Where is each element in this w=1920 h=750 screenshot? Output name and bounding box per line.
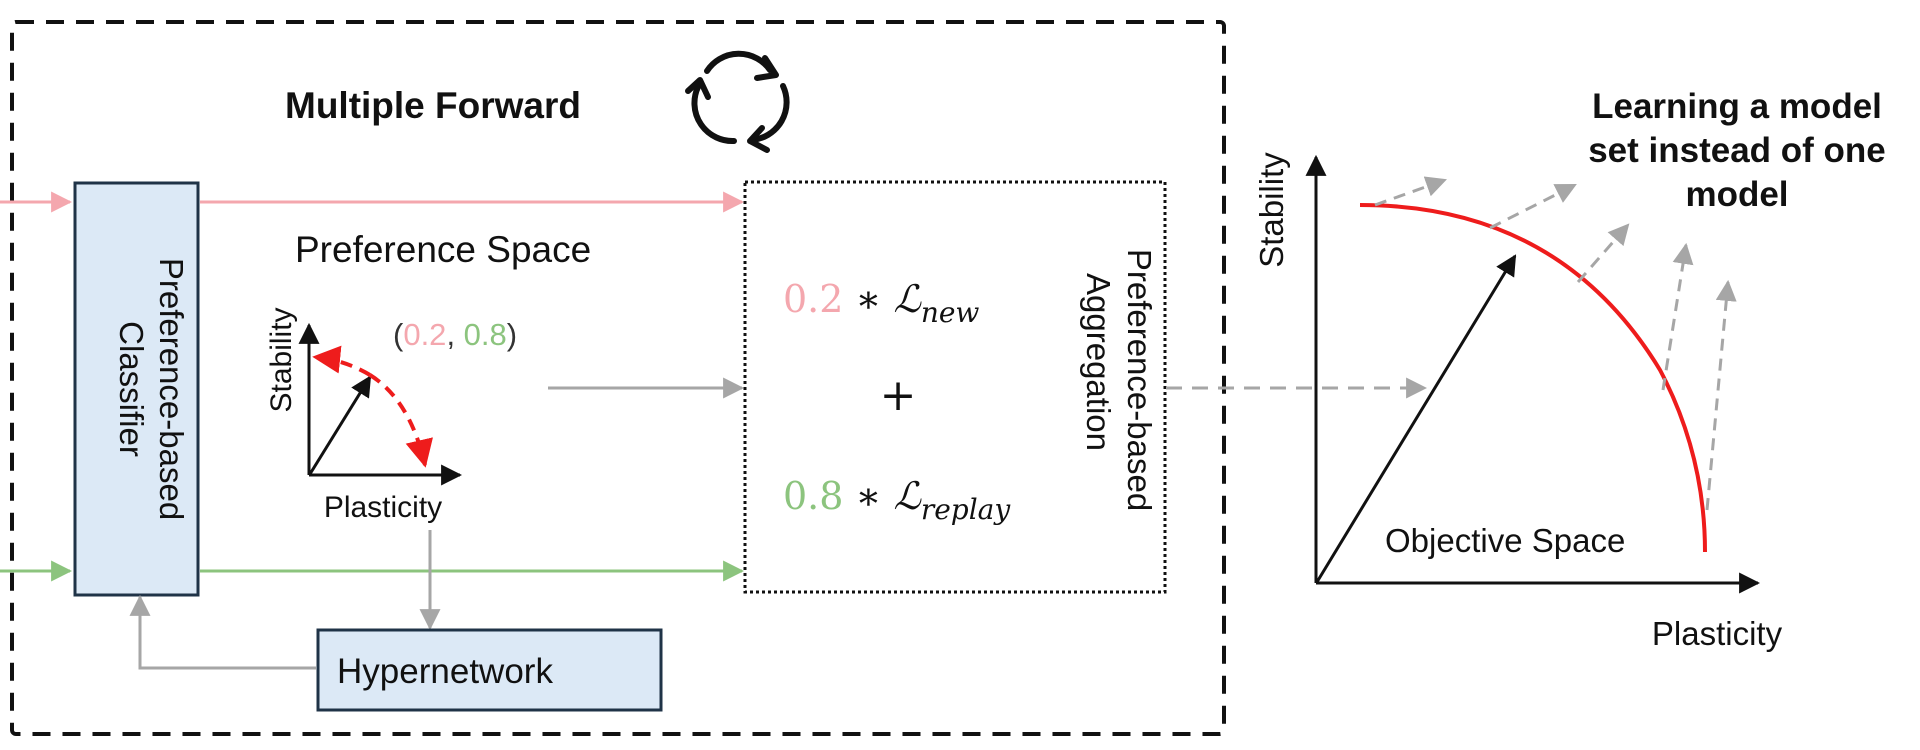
loss-term-new: 0.2 ∗ ℒnew [783, 277, 979, 329]
caption-line: set instead of one [1588, 131, 1886, 170]
pref-red-dashed-arc-left [312, 345, 372, 377]
obj-solution-vector [1315, 254, 1517, 583]
preference-based-classifier-box[interactable]: Preference-based Classifier [73, 181, 200, 597]
objective-caption: Learning a model set instead of one mode… [1588, 87, 1886, 214]
loss-term-replay: 0.8 ∗ ℒreplay [783, 474, 1011, 526]
preference-vector: (0.2, 0.8) [393, 317, 517, 352]
pref-x-axis-label: Plasticity [324, 491, 442, 524]
pref-vector-new-weight: 0.2 [403, 317, 446, 352]
model-set-arrow [1480, 160, 1490, 225]
objective-space-label: Objective Space [1385, 522, 1625, 559]
preference-space-title: Preference Space [295, 229, 591, 270]
loss-replay-symbol: ℒ [893, 474, 922, 518]
loss-replay-op: ∗ [843, 474, 893, 518]
objective-space-plot: Stability Plasticity Objective Space [1253, 152, 1783, 652]
loss-replay-subscript: replay [921, 493, 1012, 526]
pref-vector-close: ) [507, 317, 517, 352]
loss-new-weight: 0.2 [783, 277, 843, 321]
pareto-front-curve [1359, 203, 1707, 553]
preference-based-aggregation-box[interactable]: Preference-based Aggregation 0.2 ∗ ℒnew … [743, 180, 1167, 594]
pref-vector-replay-weight: 0.8 [464, 317, 507, 352]
obj-y-axis-label: Stability [1253, 152, 1290, 268]
pref-y-axis-label: Stability [265, 307, 298, 412]
multiple-forward-frame [10, 20, 1226, 736]
model-set-arrow [1489, 183, 1577, 230]
hypernetwork-box[interactable]: Hypernetwork [316, 628, 663, 712]
loss-replay-weight: 0.8 [783, 474, 843, 518]
model-set-arrow [1576, 223, 1630, 283]
caption-line: Learning a model [1592, 87, 1882, 126]
hypernetwork-label: Hypernetwork [337, 652, 553, 691]
pref-red-dashed-arc [368, 373, 433, 468]
loss-new-symbol: ℒ [893, 277, 922, 321]
model-set-arrow [1705, 279, 1737, 511]
aggregation-label-line1: Preference-based [1121, 249, 1158, 511]
caption-line: model [1685, 175, 1788, 214]
pref-vector-open: ( [393, 317, 404, 352]
multiple-forward-title: Multiple Forward [285, 85, 581, 126]
cycle-icon [685, 50, 790, 153]
loss-plus: + [880, 370, 917, 421]
classifier-label-line2: Classifier [113, 321, 150, 457]
classifier-label-line1: Preference-based [153, 258, 190, 520]
model-set-arrow [1374, 176, 1447, 207]
model-set-arrow [1661, 242, 1694, 391]
pref-vector-arrow [308, 375, 372, 475]
loss-new-subscript: new [921, 296, 980, 329]
loss-new-op: ∗ [843, 277, 893, 321]
pref-vector-sep: , [446, 317, 463, 352]
aggregation-label-line2: Aggregation [1080, 273, 1117, 451]
hypernetwork-to-classifier-arrow [129, 594, 316, 670]
preference-space-plot: Stability Plasticity [265, 307, 463, 524]
obj-x-axis-label: Plasticity [1652, 615, 1783, 652]
